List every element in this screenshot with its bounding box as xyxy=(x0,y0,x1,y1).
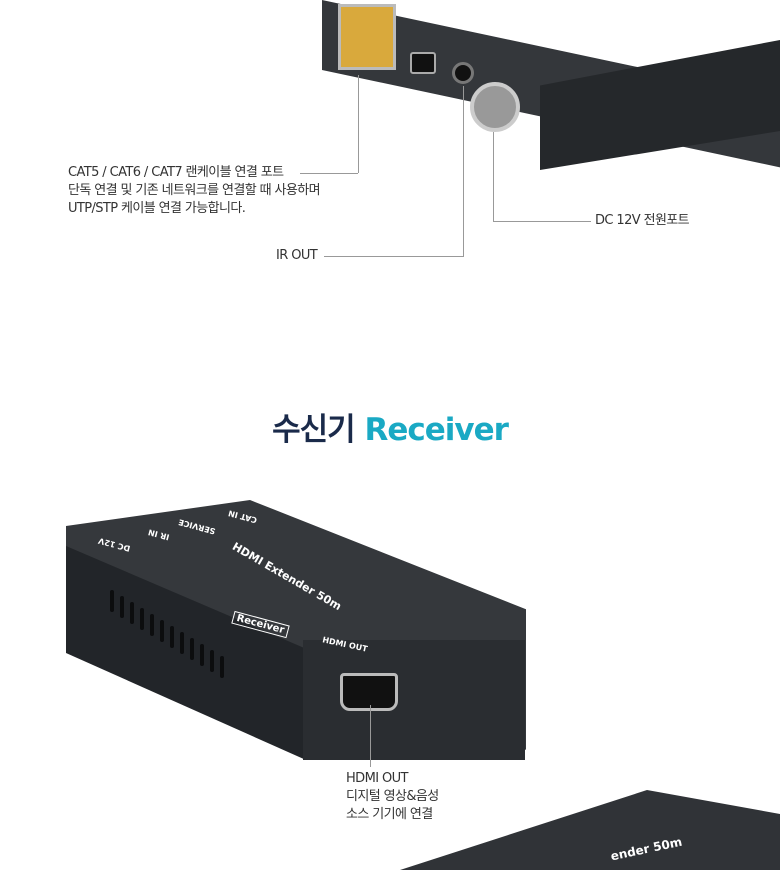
port-label: VICE xyxy=(411,1,434,16)
ir-out-jack xyxy=(452,62,474,84)
usb-port xyxy=(410,52,436,74)
bottom-device: ender 50m xyxy=(400,790,780,870)
dc-jack xyxy=(470,82,520,132)
hdmi-out-callout: HDMI OUT 디지털 영상&음성 소스 기기에 연결 xyxy=(346,771,439,822)
hdmi-out-port xyxy=(340,673,398,711)
rj45-port xyxy=(338,4,396,70)
port-label: IR OUT xyxy=(461,8,494,25)
lan-callout: CAT5 / CAT6 / CAT7 랜케이블 연결 포트 단독 연결 및 기존… xyxy=(68,165,321,216)
section-heading: 수신기 Receiver xyxy=(272,412,509,448)
ir-out-callout: IR OUT xyxy=(276,248,318,263)
dc-callout: DC 12V 전원포트 xyxy=(595,213,690,228)
